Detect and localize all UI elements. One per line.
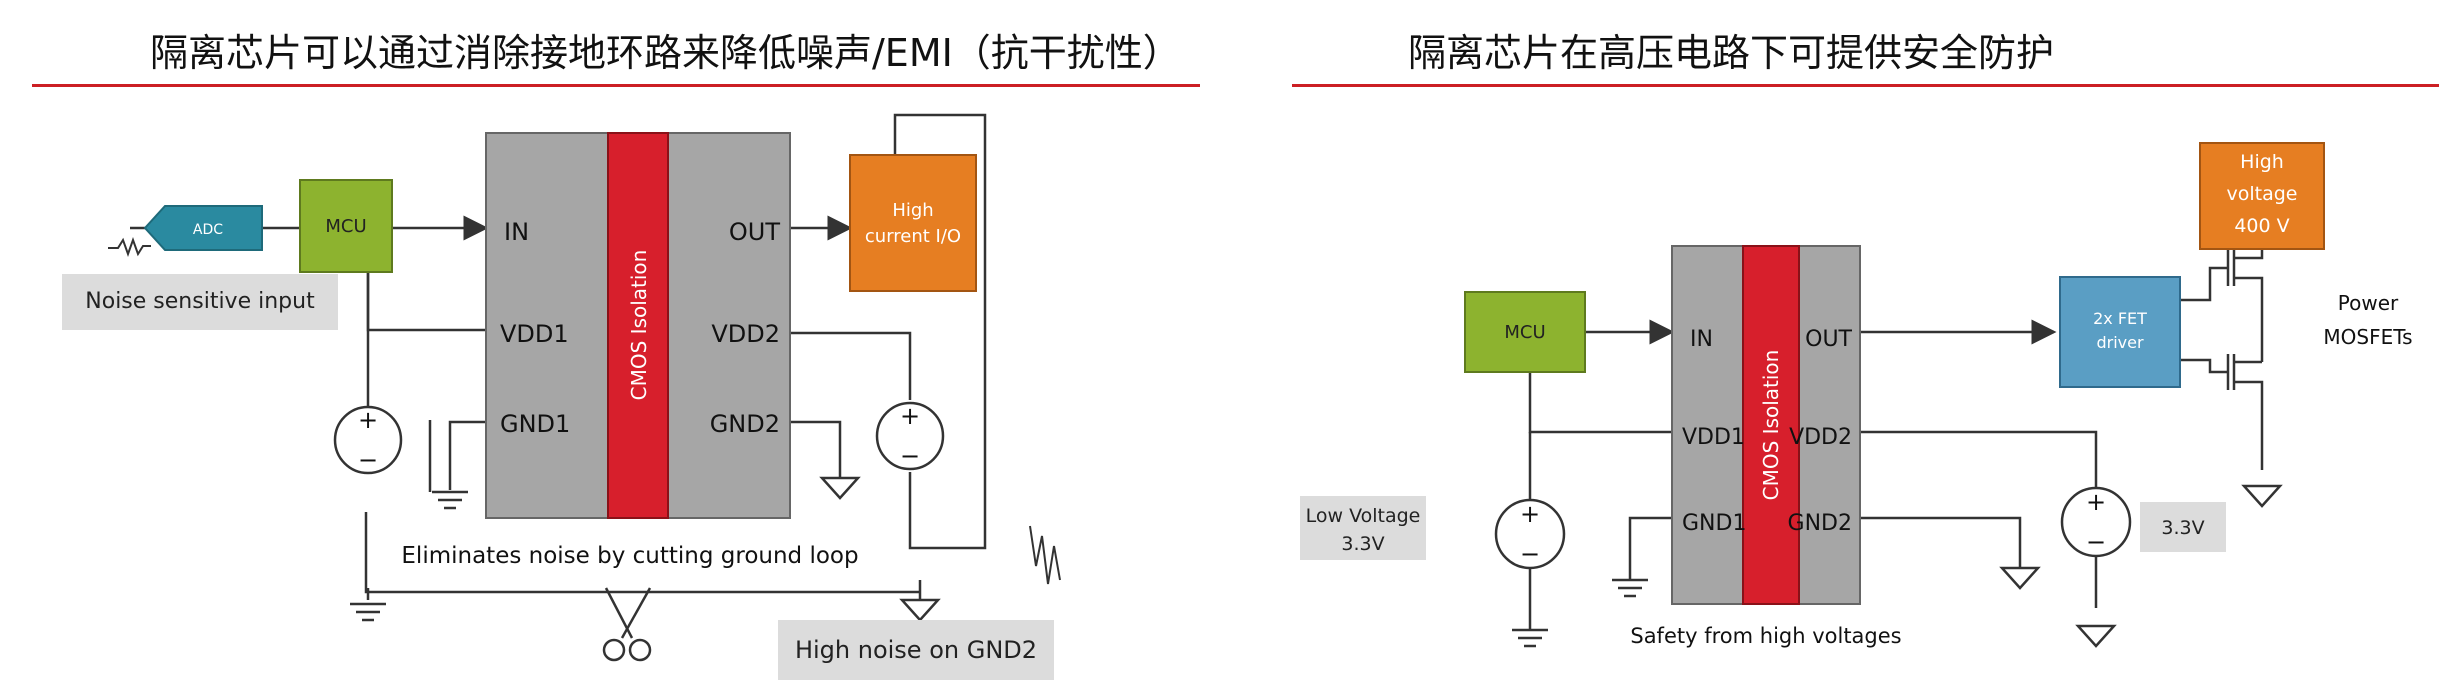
svg-text:+: + xyxy=(900,402,920,430)
right-panel: 隔离芯片在高压电路下可提供安全防护 MCU xyxy=(1240,0,2439,693)
right-pin-in: IN xyxy=(1690,327,1713,352)
fet-driver-label-2: driver xyxy=(2096,333,2143,352)
ground-icon xyxy=(1512,628,1548,648)
adc-block: ADC xyxy=(143,205,263,251)
right-mcu-label: MCU xyxy=(1504,322,1545,343)
noise-spike-icon xyxy=(1029,525,1061,585)
high-noise-label-bg xyxy=(778,620,1054,680)
fet-driver-label-1: 2x FET xyxy=(2093,309,2147,328)
right-pin-vdd1: VDD1 xyxy=(1682,425,1745,450)
svg-text:−: − xyxy=(900,442,920,470)
fet-driver-block xyxy=(2059,276,2181,388)
ground-icon xyxy=(819,476,861,500)
right-pin-vdd2: VDD2 xyxy=(1789,425,1852,450)
ground-icon xyxy=(1612,578,1648,598)
low-voltage-label-1: Low Voltage xyxy=(1306,505,1421,527)
voltage-source-icon: + − xyxy=(1494,498,1566,570)
v33-label-bg xyxy=(2140,502,2226,552)
ground-icon xyxy=(899,598,941,622)
eliminates-caption: Eliminates noise by cutting ground loop xyxy=(401,543,858,569)
svg-text:−: − xyxy=(358,446,378,474)
right-pin-gnd1: GND1 xyxy=(1682,511,1746,536)
high-current-block xyxy=(849,154,977,292)
ground-icon xyxy=(350,602,386,622)
svg-text:+: + xyxy=(2086,488,2106,516)
high-noise-label: High noise on GND2 xyxy=(795,636,1037,664)
ground-icon xyxy=(432,490,468,510)
voltage-source-icon: + − xyxy=(333,405,403,475)
high-voltage-label-1: High xyxy=(2240,151,2284,173)
ground-icon xyxy=(2241,484,2283,508)
left-diagram: ADC Noise sensitive input MCU CMOS Isola… xyxy=(62,113,1061,680)
low-voltage-label-2: 3.3V xyxy=(1341,533,1384,555)
noise-input-label: Noise sensitive input xyxy=(85,289,315,314)
right-pin-out: OUT xyxy=(1805,327,1852,352)
right-title: 隔离芯片在高压电路下可提供安全防护 xyxy=(1408,31,2055,75)
left-mcu-label: MCU xyxy=(325,216,366,237)
low-voltage-label-bg xyxy=(1300,496,1426,560)
right-wires xyxy=(1528,236,2264,630)
svg-text:+: + xyxy=(1520,500,1540,528)
right-title-rule xyxy=(1292,84,2439,87)
safety-caption: Safety from high voltages xyxy=(1630,624,1901,648)
right-isolation-label: CMOS Isolation xyxy=(1759,350,1783,501)
left-panel: 隔离芯片可以通过消除接地环路来降低噪声/EMI（抗干扰性） xyxy=(32,31,1200,680)
left-wires xyxy=(130,113,987,600)
high-voltage-block xyxy=(2199,142,2325,250)
voltage-source-icon: + − xyxy=(2060,486,2132,558)
left-pin-vdd1: VDD1 xyxy=(500,320,569,348)
high-current-label-1: High xyxy=(892,200,933,221)
noise-wave-icon xyxy=(108,237,151,257)
svg-text:−: − xyxy=(2086,528,2106,556)
power-mosfets-label-1: Power xyxy=(2338,291,2399,315)
adc-label: ADC xyxy=(193,222,223,238)
ground-icon xyxy=(1999,566,2041,590)
high-voltage-label-3: 400 V xyxy=(2234,215,2289,237)
ground-icon xyxy=(2075,624,2117,648)
left-title: 隔离芯片可以通过消除接地环路来降低噪声/EMI（抗干扰性） xyxy=(150,31,1181,75)
left-title-rule xyxy=(32,84,1200,87)
left-isolation-barrier xyxy=(607,132,669,519)
svg-text:+: + xyxy=(358,406,378,434)
scissors-icon xyxy=(602,587,652,662)
left-pin-in: IN xyxy=(504,218,529,246)
left-pin-out: OUT xyxy=(729,218,780,246)
svg-text:−: − xyxy=(1520,540,1540,568)
left-pin-gnd1: GND1 xyxy=(500,410,570,438)
power-mosfets-label-2: MOSFETs xyxy=(2323,325,2412,349)
left-pin-gnd2: GND2 xyxy=(710,410,780,438)
v33-label: 3.3V xyxy=(2161,517,2204,539)
voltage-source-icon: + − xyxy=(875,401,945,471)
right-diagram: MCU CMOS Isolation IN VDD1 GND1 OUT VDD2… xyxy=(1300,142,2413,648)
left-isolation-label: CMOS Isolation xyxy=(627,250,651,401)
right-isolation-barrier xyxy=(1742,245,1800,605)
right-pin-gnd2: GND2 xyxy=(1788,511,1852,536)
high-current-label-2: current I/O xyxy=(865,226,961,247)
high-voltage-label-2: voltage xyxy=(2227,183,2298,205)
right-mcu-block xyxy=(1464,291,1586,373)
noise-input-label-bg xyxy=(62,274,338,330)
left-pin-vdd2: VDD2 xyxy=(711,320,780,348)
left-mcu-block xyxy=(299,179,393,273)
